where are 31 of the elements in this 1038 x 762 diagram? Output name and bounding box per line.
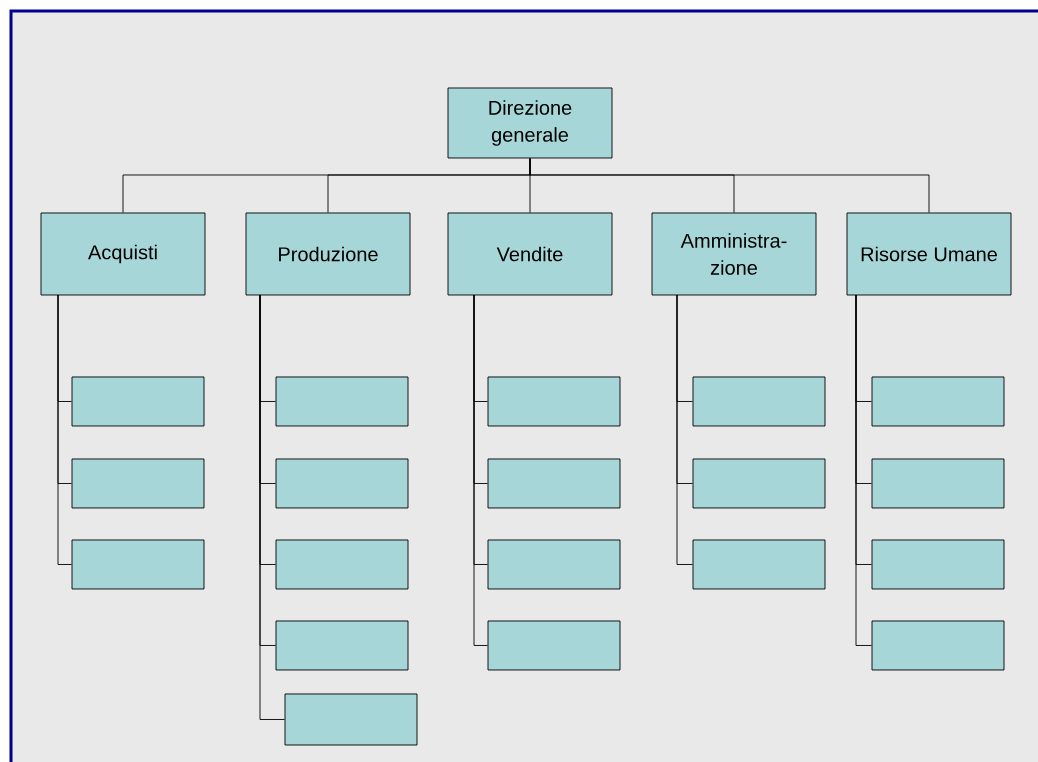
empty-box [487,458,621,509]
empty-box [871,539,1005,590]
connector-line [473,294,488,646]
empty-box [487,376,621,427]
connector-line [529,158,930,213]
department-box: Acquisti [40,212,206,296]
empty-box [275,458,409,509]
department-box: Produzione [245,212,411,296]
department-box: Amministra- zione [651,212,817,296]
empty-box [692,376,826,427]
empty-box [275,620,409,671]
empty-box [692,539,826,590]
connector-line [57,294,72,565]
empty-box [275,539,409,590]
empty-box [275,376,409,427]
connector-line [855,294,872,646]
director-box: Direzione generale [447,87,613,159]
empty-box [871,620,1005,671]
empty-box [71,539,205,590]
empty-box [71,458,205,509]
department-box: Risorse Umane [846,212,1012,296]
department-box: Vendite [447,212,613,296]
empty-box [871,458,1005,509]
empty-box [487,539,621,590]
empty-box [692,458,826,509]
empty-box [284,693,418,746]
connector-line [259,294,285,720]
empty-box [71,376,205,427]
empty-box [487,620,621,671]
empty-box [871,376,1005,427]
connector-line [676,294,693,565]
